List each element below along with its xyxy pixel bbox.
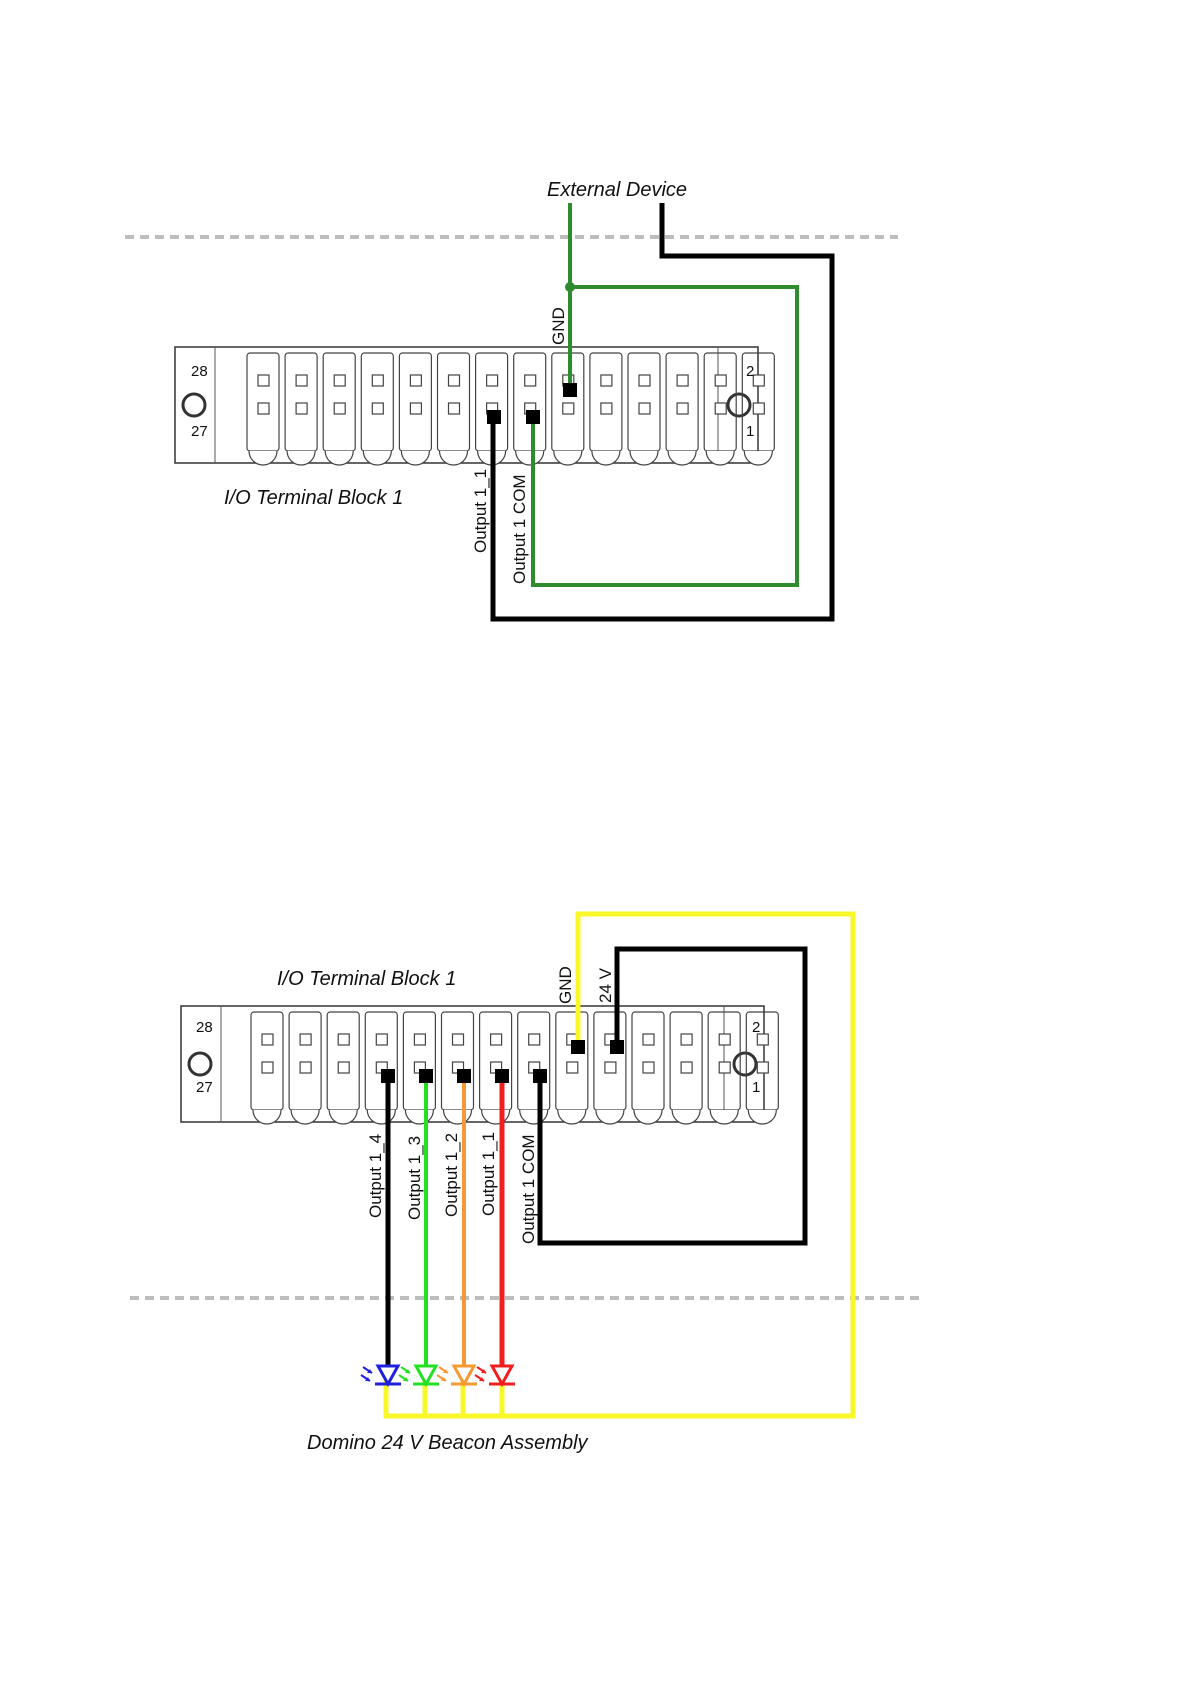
terminal-screw-bottom bbox=[334, 403, 345, 414]
output-1-3-label: Output 1_3 bbox=[405, 1136, 424, 1220]
output-1-com-label: Output 1 COM bbox=[519, 1134, 538, 1244]
pin-28-label: 28 bbox=[191, 363, 208, 380]
gnd-label: GND bbox=[556, 966, 575, 1004]
output-1-4-label: Output 1_4 bbox=[366, 1134, 385, 1218]
terminal-screw-top bbox=[449, 375, 460, 386]
output-1-com-label: Output 1 COM bbox=[510, 474, 529, 584]
pin-27-label: 27 bbox=[191, 423, 208, 440]
beacon-assembly-label: Domino 24 V Beacon Assembly bbox=[307, 1432, 589, 1454]
terminal-output-1-1 bbox=[495, 1069, 509, 1083]
terminal-screw-top bbox=[338, 1034, 349, 1045]
terminal-screw-bottom bbox=[681, 1062, 692, 1073]
led-icon bbox=[378, 1366, 398, 1384]
terminal-24v bbox=[610, 1040, 624, 1054]
terminal-output-1-1 bbox=[487, 410, 501, 424]
terminal-screw-top bbox=[410, 375, 421, 386]
terminal-screw-top bbox=[296, 375, 307, 386]
terminal-screw-bottom bbox=[719, 1062, 730, 1073]
led-icon bbox=[492, 1366, 512, 1384]
terminal-screw-bottom bbox=[643, 1062, 654, 1073]
terminal-screw-top bbox=[753, 375, 764, 386]
terminal-screw-top bbox=[376, 1034, 387, 1045]
terminal-screw-bottom bbox=[338, 1062, 349, 1073]
terminal-screw-bottom bbox=[715, 403, 726, 414]
terminal-gnd bbox=[571, 1040, 585, 1054]
terminal-screw-top bbox=[262, 1034, 273, 1045]
terminal-screw-top bbox=[529, 1034, 540, 1045]
pin-28-label: 28 bbox=[196, 1019, 213, 1036]
pin-27-label: 27 bbox=[196, 1079, 213, 1096]
terminal-screw-top bbox=[677, 375, 688, 386]
terminal-screw-top bbox=[487, 375, 498, 386]
terminal-screw-top bbox=[643, 1034, 654, 1045]
mounting-hole bbox=[183, 394, 205, 416]
pin-2-label: 2 bbox=[752, 1019, 760, 1036]
terminal-screw-bottom bbox=[258, 403, 269, 414]
terminal-block bbox=[181, 1006, 778, 1124]
terminal-screw-top bbox=[414, 1034, 425, 1045]
terminal-screw-top bbox=[601, 375, 612, 386]
terminal-screw-bottom bbox=[567, 1062, 578, 1073]
terminal-screw-top bbox=[334, 375, 345, 386]
terminal-screw-bottom bbox=[372, 403, 383, 414]
terminal-output-1-com bbox=[526, 410, 540, 424]
terminal-screw-bottom bbox=[601, 403, 612, 414]
mounting-hole bbox=[189, 1053, 211, 1075]
terminal-screw-bottom bbox=[410, 403, 421, 414]
terminal-screw-top bbox=[715, 375, 726, 386]
diagram-2: I/O Terminal Block 1 28 27 2 1 GND 24 V … bbox=[130, 914, 925, 1454]
terminal-screw-bottom bbox=[753, 403, 764, 414]
terminal-screw-top bbox=[491, 1034, 502, 1045]
terminal-screw-bottom bbox=[677, 403, 688, 414]
diagram-1: External Device 28 27 2 1 I/O Terminal B… bbox=[125, 179, 898, 619]
terminal-screw-top bbox=[681, 1034, 692, 1045]
output-1-1-label: Output 1_1 bbox=[471, 469, 490, 553]
output-1-1-label: Output 1_1 bbox=[479, 1132, 498, 1216]
terminal-screw-top bbox=[525, 375, 536, 386]
terminal-screw-bottom bbox=[262, 1062, 273, 1073]
terminal-screw-bottom bbox=[449, 403, 460, 414]
terminal-block-label: I/O Terminal Block 1 bbox=[224, 487, 403, 509]
terminal-screw-top bbox=[372, 375, 383, 386]
terminal-block-label: I/O Terminal Block 1 bbox=[277, 968, 456, 990]
terminal-output-1-4 bbox=[381, 1069, 395, 1083]
terminal-screw-bottom bbox=[757, 1062, 768, 1073]
terminal-screw-top bbox=[258, 375, 269, 386]
mounting-hole bbox=[728, 394, 750, 416]
terminal-screw-top bbox=[719, 1034, 730, 1045]
terminal-screw-top bbox=[300, 1034, 311, 1045]
terminal-gnd bbox=[563, 383, 577, 397]
pin-1-label: 1 bbox=[752, 1079, 760, 1096]
pin-2-label: 2 bbox=[746, 363, 754, 380]
terminal-output-1-com bbox=[533, 1069, 547, 1083]
terminal-screw-bottom bbox=[563, 403, 574, 414]
terminal-screw-bottom bbox=[605, 1062, 616, 1073]
terminal-block bbox=[175, 347, 774, 465]
terminal-screw-bottom bbox=[300, 1062, 311, 1073]
output-1-2-label: Output 1_2 bbox=[442, 1133, 461, 1217]
terminal-screw-bottom bbox=[296, 403, 307, 414]
led-icon bbox=[454, 1366, 474, 1384]
24v-label: 24 V bbox=[596, 967, 615, 1003]
gnd-label: GND bbox=[549, 307, 568, 345]
mounting-hole bbox=[734, 1053, 756, 1075]
terminal-screw-bottom bbox=[639, 403, 650, 414]
wire-junction bbox=[565, 282, 575, 292]
terminal-output-1-2 bbox=[457, 1069, 471, 1083]
led-icon bbox=[416, 1366, 436, 1384]
terminal-screw-top bbox=[639, 375, 650, 386]
external-device-label: External Device bbox=[547, 179, 687, 201]
terminal-screw-top bbox=[453, 1034, 464, 1045]
terminal-output-1-3 bbox=[419, 1069, 433, 1083]
pin-1-label: 1 bbox=[746, 423, 754, 440]
